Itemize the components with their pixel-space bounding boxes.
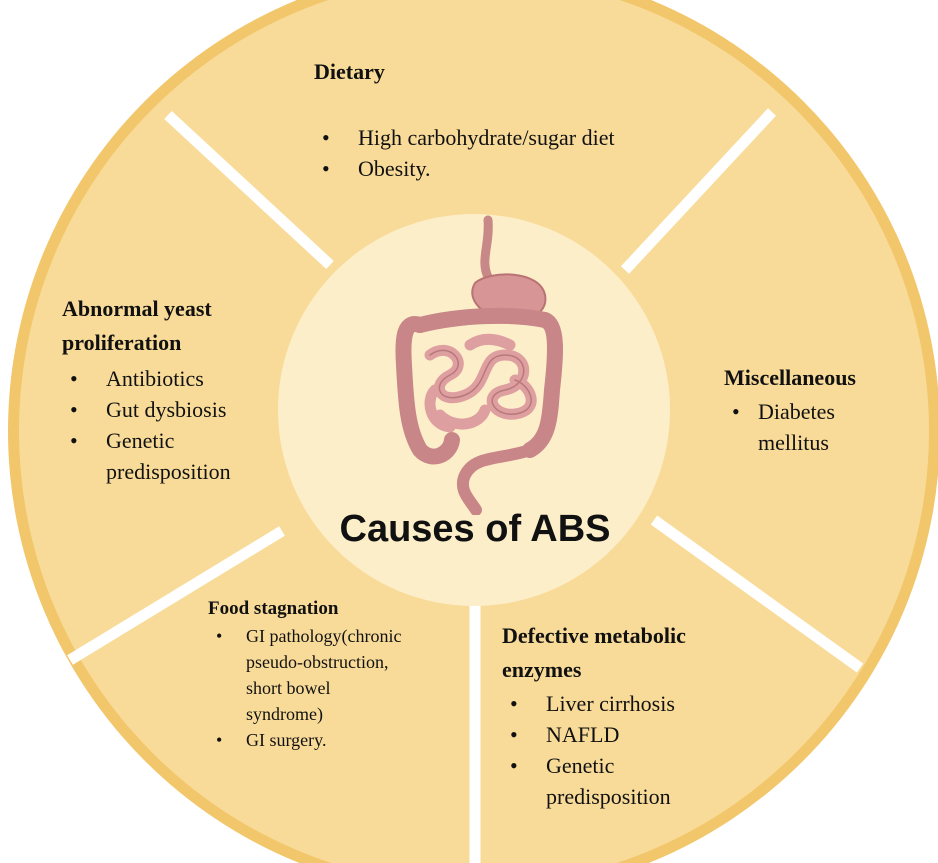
center-title: Causes of ABS	[300, 508, 650, 551]
segment-item-list: Antibiotics Gut dysbiosis Genetic predis…	[62, 363, 231, 487]
segment-item-continuation: predisposition	[62, 456, 231, 487]
segment-item: High carbohydrate/sugar diet	[314, 122, 615, 153]
segment-item: GI surgery.	[208, 727, 401, 753]
segment-item-list: Diabetes mellitus	[724, 396, 856, 458]
segment-title-line-2: proliferation	[62, 329, 231, 357]
segment-title-line-1: Abnormal yeast	[62, 295, 231, 323]
esophagus	[485, 220, 488, 277]
segment-title: Dietary	[314, 58, 615, 86]
segment-item-continuation: short bowel	[208, 675, 401, 701]
segment-item: Diabetes	[724, 396, 856, 427]
segment-item-list: GI pathology(chronic pseudo-obstruction,…	[208, 623, 401, 753]
segment-item: GI pathology(chronic	[208, 623, 401, 649]
rectum	[463, 450, 530, 510]
segment-item: Liver cirrhosis	[502, 688, 686, 719]
segment-item-list: High carbohydrate/sugar diet Obesity.	[314, 122, 615, 184]
segment-food-stagnation: Food stagnation GI pathology(chronic pse…	[208, 597, 401, 753]
segment-item: Obesity.	[314, 153, 615, 184]
segment-miscellaneous: Miscellaneous Diabetes mellitus	[724, 364, 856, 458]
segment-dietary: Dietary High carbohydrate/sugar diet Obe…	[314, 58, 615, 184]
segment-item: NAFLD	[502, 719, 686, 750]
segment-item: Genetic	[502, 750, 686, 781]
segment-item-continuation: pseudo-obstruction,	[208, 649, 401, 675]
segment-title-line-1: Defective metabolic	[502, 622, 686, 650]
segment-item-continuation: syndrome)	[208, 701, 401, 727]
segment-title: Food stagnation	[208, 597, 401, 621]
segment-item-continuation: predisposition	[502, 781, 686, 812]
segment-title-line-2: enzymes	[502, 656, 686, 684]
digestive-system-illustration	[380, 215, 580, 515]
segment-defective-enzymes: Defective metabolic enzymes Liver cirrho…	[502, 622, 686, 812]
segment-item-continuation: mellitus	[724, 427, 856, 458]
segment-item: Genetic	[62, 425, 231, 456]
segment-item: Gut dysbiosis	[62, 394, 231, 425]
segment-title: Miscellaneous	[724, 364, 856, 392]
segment-item: Antibiotics	[62, 363, 231, 394]
segment-yeast: Abnormal yeast proliferation Antibiotics…	[62, 295, 231, 487]
segment-item-list: Liver cirrhosis NAFLD Genetic predisposi…	[502, 688, 686, 812]
